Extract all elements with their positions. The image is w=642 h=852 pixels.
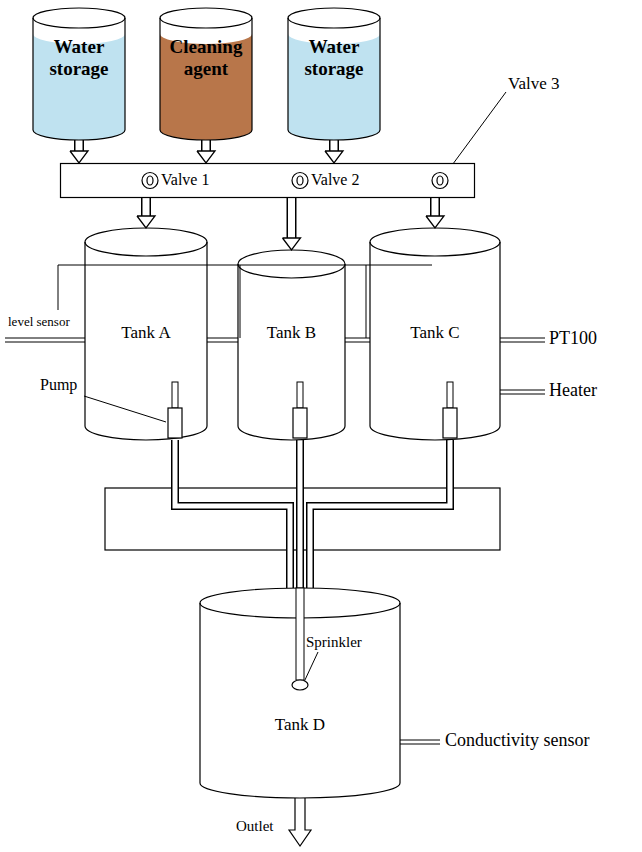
pipe [310,440,450,588]
connector-outline [430,198,440,216]
pump-symbol [168,382,182,438]
outline [238,250,345,440]
connector-core [175,440,290,588]
valve-symbol [142,173,158,189]
pump-symbol [293,382,307,438]
process-tank: Tank A [85,228,207,440]
part-label: PT100 [549,328,597,349]
part-label: Outlet [236,818,274,835]
connector-outline [296,440,304,588]
leader-line [304,652,318,682]
wire [366,265,367,338]
flow-arrow [70,140,88,163]
leader-line [447,92,506,172]
outline [60,163,475,198]
heater-element [500,390,545,394]
liquid [288,34,380,140]
connector-outline [310,440,450,588]
valve-label: Valve 1 [161,171,209,189]
part-label: level sensor [8,314,70,330]
leader-line [84,396,166,422]
connector-outline [329,140,339,151]
pt100-probe [500,338,545,342]
process-tank: Tank C [370,228,500,440]
tank-label: Water storage [37,36,121,80]
conductivity-probe [400,740,440,744]
storage-tank: Water storage [288,8,380,140]
connector-core [143,198,150,216]
pump-symbol [443,382,457,438]
part-label: Sprinkler [306,634,362,651]
connector-outline [201,140,211,151]
valve-label: Valve 2 [311,171,359,189]
arrow-head [283,238,301,250]
connector-core [298,440,303,588]
tank-label: Tank A [89,323,203,343]
sensor-wires [58,265,432,338]
level-sensor-probe [5,338,85,342]
level-sensor-probe [207,338,238,342]
storage-tank: Cleaning agent [160,8,252,140]
flow-arrow [197,140,215,163]
part-label: Pump [40,376,77,394]
connector-outline [175,440,290,588]
flow-arrow [137,198,155,228]
tank-label: Tank B [242,323,341,343]
connector-outline [287,198,297,238]
liquid [160,34,252,140]
valve-symbol [432,173,448,189]
arrow-head [426,216,444,228]
leader-lines [84,92,506,682]
pipe [175,440,290,588]
connector-outline [141,198,151,216]
connector-outline [74,140,84,151]
tank-label: Tank D [204,715,396,735]
wire [240,265,241,338]
part-label: Conductivity sensor [445,730,590,751]
part-label: Heater [549,380,597,401]
connector-core [310,440,450,588]
connector-core [331,140,338,151]
connector-core [432,198,439,216]
sensor-probes [5,338,545,744]
tank-label: Cleaning agent [164,36,248,80]
valve-block: Valve 1 Valve 2 [60,163,475,198]
part-label: Valve 3 [508,74,559,94]
connector-core [76,140,83,151]
tank-label: Water storage [292,36,376,80]
sprinkler-symbol [292,588,308,690]
outlet-arrow [289,798,311,846]
flow-arrow [426,198,444,228]
arrow-head [197,151,215,163]
arrow-head [70,151,88,163]
arrow-head [137,216,155,228]
flow-arrow [283,198,301,250]
connector-core [288,198,295,238]
level-sensor-probe [345,338,370,342]
connector-core [203,140,210,151]
liquid [33,34,125,140]
collection-tank: Tank D [200,588,400,798]
valve-symbol [292,173,308,189]
arrow-head [325,151,343,163]
flow-arrow [325,140,343,163]
storage-tank: Water storage [33,8,125,140]
wire [58,265,432,310]
process-tank: Tank B [238,250,345,440]
tank-label: Tank C [374,323,496,343]
outline [200,588,400,798]
pipe [300,440,301,588]
